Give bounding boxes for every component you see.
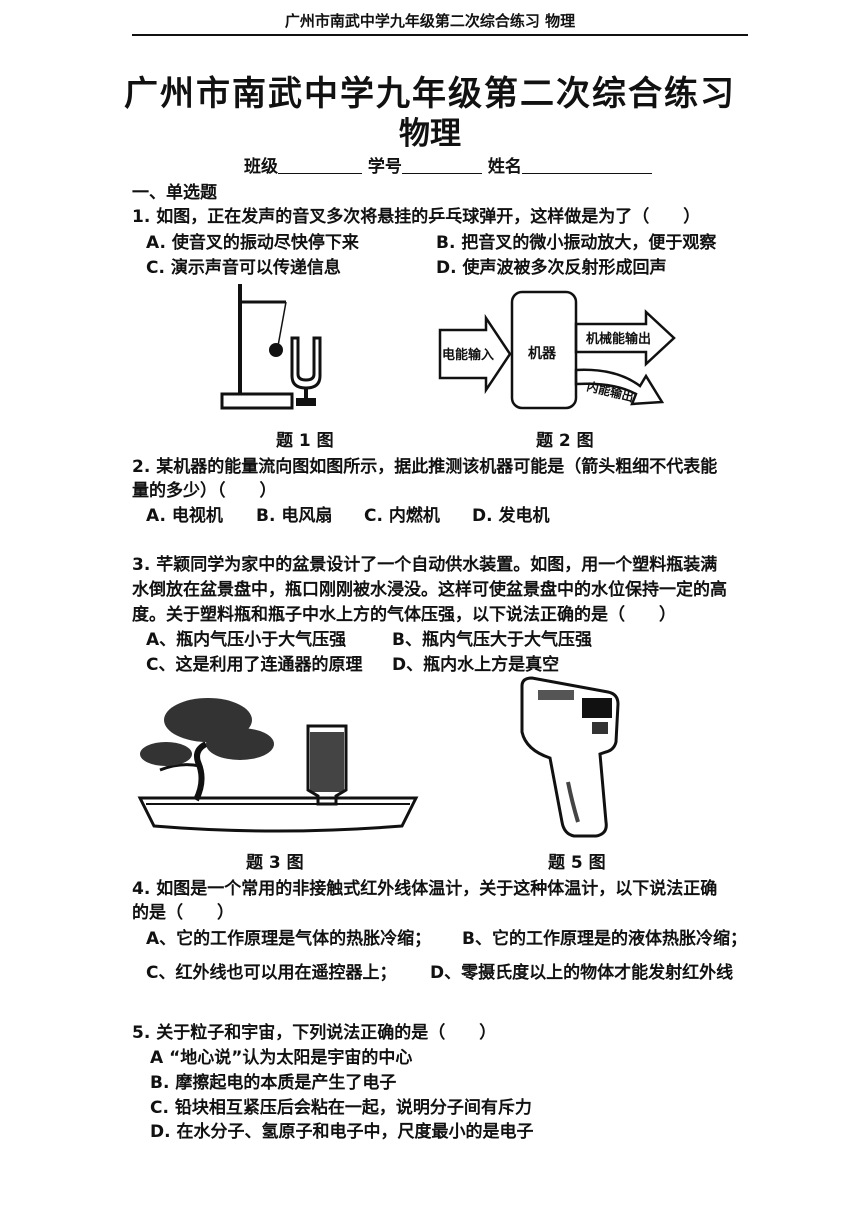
q5-option-b: B. 摩擦起电的本质是产生了电子 — [150, 1073, 397, 1093]
machine-label: 机器 — [528, 345, 557, 362]
id-blank — [401, 157, 482, 174]
thermometer-grip — [566, 781, 580, 823]
heat-output-arrow — [574, 368, 665, 406]
q5-option-c: C. 铅块相互紧压后会粘在一起，说明分子间有斥力 — [150, 1098, 532, 1118]
header-rule — [132, 34, 748, 36]
q2-option-c: C. 内燃机 — [364, 506, 440, 526]
figure-5-caption: 题 5 图 — [548, 853, 606, 873]
figure-1-caption: 题 1 图 — [276, 431, 334, 451]
figure-1-tuning-fork — [220, 284, 322, 410]
fork-base — [296, 398, 316, 406]
section-heading: 一、单选题 — [132, 183, 217, 203]
stand-base — [220, 392, 294, 410]
tree-canopy-left — [140, 742, 192, 766]
figure-3-bonsai-water-supply — [137, 698, 419, 833]
q3-stem-line-1: 3. 芊颖同学为家中的盆景设计了一个自动供水装置。如图，用一个塑料瓶装满 — [132, 555, 718, 575]
heat-output-label: 内能输出 — [585, 378, 635, 404]
class-label: 班级 — [244, 157, 278, 177]
q4-stem-line-2: 的是（ ） — [132, 903, 234, 923]
tree-branch — [159, 763, 201, 772]
exam-title: 广州市南武中学九年级第二次综合练习 — [124, 74, 736, 114]
q4-option-c: C、红外线也可以用在遥控器上； — [146, 963, 397, 983]
inverted-bottle — [306, 724, 348, 806]
q2-option-b: B. 电风扇 — [256, 506, 333, 526]
q3-stem-line-3: 度。关于塑料瓶和瓶子中水上方的气体压强，以下说法正确的是（ ） — [132, 605, 676, 625]
ping-pong-ball — [269, 343, 283, 357]
id-label: 学号 — [367, 157, 402, 177]
q3-option-d: D、瓶内水上方是真空 — [392, 655, 560, 675]
name-blank — [521, 157, 652, 174]
mechanical-output-label: 机械能输出 — [586, 331, 651, 347]
q1-stem: 1. 如图，正在发声的音叉多次将悬挂的乒乓球弹开，这样做是为了（ ） — [132, 207, 701, 227]
q1-option-c: C. 演示声音可以传递信息 — [146, 258, 341, 278]
running-header: 广州市南武中学九年级第二次综合练习 物理 — [284, 12, 576, 30]
tree-trunk — [193, 741, 208, 802]
bonsai-tray — [137, 796, 419, 833]
thermometer-buttons — [592, 722, 608, 734]
name-label: 姓名 — [487, 157, 522, 177]
figure-2-caption: 题 2 图 — [536, 431, 594, 451]
student-info: 班级 学号 姓名 — [244, 152, 652, 177]
q5-option-a: A “地心说”认为太阳是宇宙的中心 — [150, 1048, 413, 1068]
class-blank — [278, 157, 362, 174]
q3-option-a: A、瓶内气压小于大气压强 — [146, 630, 347, 650]
figure-3-caption: 题 3 图 — [246, 853, 304, 873]
mechanical-output-arrow — [574, 309, 676, 367]
tree-canopy-right — [206, 728, 274, 760]
q1-option-d: D. 使声波被多次反射形成回声 — [436, 258, 667, 278]
q2-stem-line-2: 量的多少）（ ） — [132, 481, 277, 501]
figure-5-infrared-thermometer — [520, 676, 620, 838]
input-arrow — [438, 313, 512, 395]
q1-option-a: A. 使音叉的振动尽快停下来 — [146, 233, 359, 253]
q2-option-a: A. 电视机 — [146, 506, 223, 526]
q5-stem: 5. 关于粒子和宇宙，下列说法正确的是（ ） — [132, 1023, 497, 1043]
exam-subject: 物理 — [399, 116, 461, 152]
thermometer-screen — [582, 698, 612, 718]
q5-option-d: D. 在水分子、氢原子和电子中，尺度最小的是电子 — [150, 1122, 534, 1142]
q3-stem-line-2: 水倒放在盆景盘中，瓶口刚刚被水浸没。这样可使盆景盘中的水位保持一定的高 — [132, 580, 727, 600]
q3-option-b: B、瓶内气压大于大气压强 — [392, 630, 592, 650]
thermometer-body — [520, 676, 620, 838]
q2-option-d: D. 发电机 — [472, 506, 550, 526]
q4-stem-line-1: 4. 如图是一个常用的非接触式红外线体温计，关于这种体温计，以下说法正确 — [132, 879, 718, 899]
q2-stem-line-1: 2. 某机器的能量流向图如图所示，据此推测该机器可能是（箭头粗细不代表能 — [132, 457, 718, 477]
bottle-water — [310, 732, 344, 792]
figure-2-energy-flow: 电能输入 机器 机械能输出 内能输出 — [438, 290, 676, 410]
q4-option-d: D、零摄氏度以上的物体才能发射红外线 — [430, 963, 734, 983]
q3-option-c: C、这是利用了连通器的原理 — [146, 655, 363, 675]
q1-option-b: B. 把音叉的微小振动放大，便于观察 — [436, 233, 717, 253]
q4-option-a: A、它的工作原理是气体的热胀冷缩； — [146, 929, 432, 949]
string — [277, 301, 287, 347]
input-label: 电能输入 — [442, 347, 494, 363]
q4-option-b: B、它的工作原理是的液体热胀冷缩； — [462, 929, 747, 949]
thermometer-brand-label — [538, 690, 574, 700]
tuning-fork — [290, 336, 322, 390]
